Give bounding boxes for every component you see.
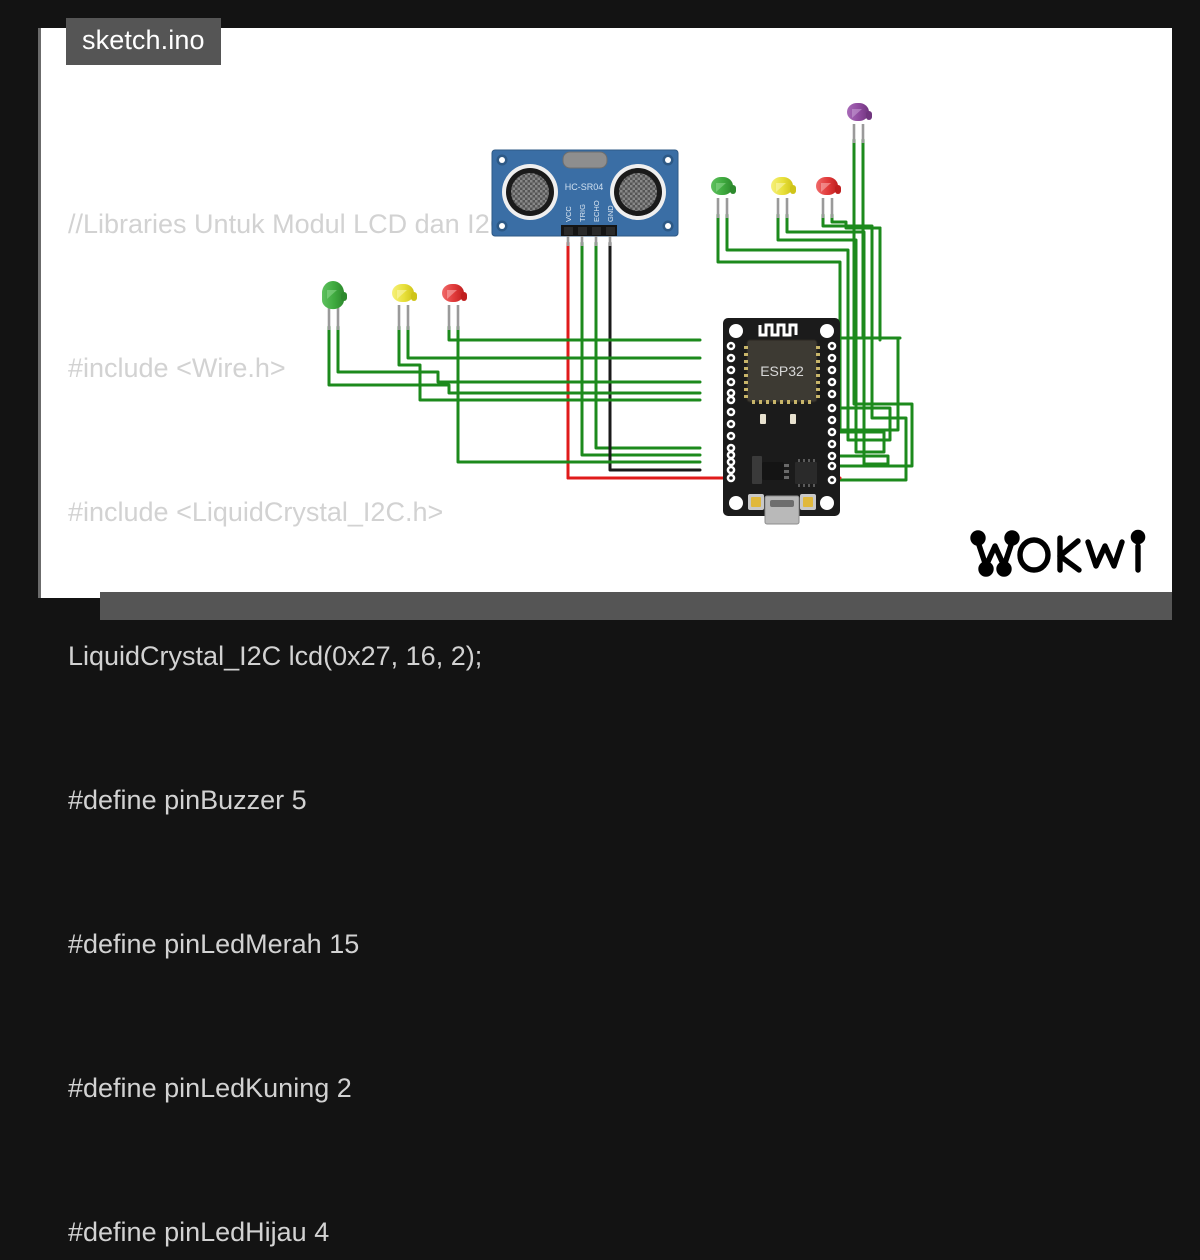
code-line: LiquidCrystal_I2C lcd(0x27, 16, 2); bbox=[68, 641, 483, 671]
file-tab-sketch-ino[interactable]: sketch.ino bbox=[66, 18, 221, 66]
wokwi-logo bbox=[970, 529, 1146, 577]
code-line: #include <LiquidCrystal_I2C.h> bbox=[68, 497, 444, 527]
code-line: #define pinLedMerah 15 bbox=[68, 929, 360, 959]
code-line: //Libraries Untuk Modul LCD dan I2C bbox=[68, 209, 510, 239]
code-line: #define pinLedHijau 4 bbox=[68, 1217, 330, 1247]
code-line: #define pinBuzzer 5 bbox=[68, 785, 307, 815]
status-bar bbox=[100, 592, 1172, 620]
code-line: #include <Wire.h> bbox=[68, 353, 286, 383]
code-line: #define pinLedKuning 2 bbox=[68, 1073, 352, 1103]
code-listing: //Libraries Untuk Modul LCD dan I2C #inc… bbox=[68, 104, 1128, 1260]
screenshot-root: //Libraries Untuk Modul LCD dan I2C #inc… bbox=[38, 18, 1172, 1247]
